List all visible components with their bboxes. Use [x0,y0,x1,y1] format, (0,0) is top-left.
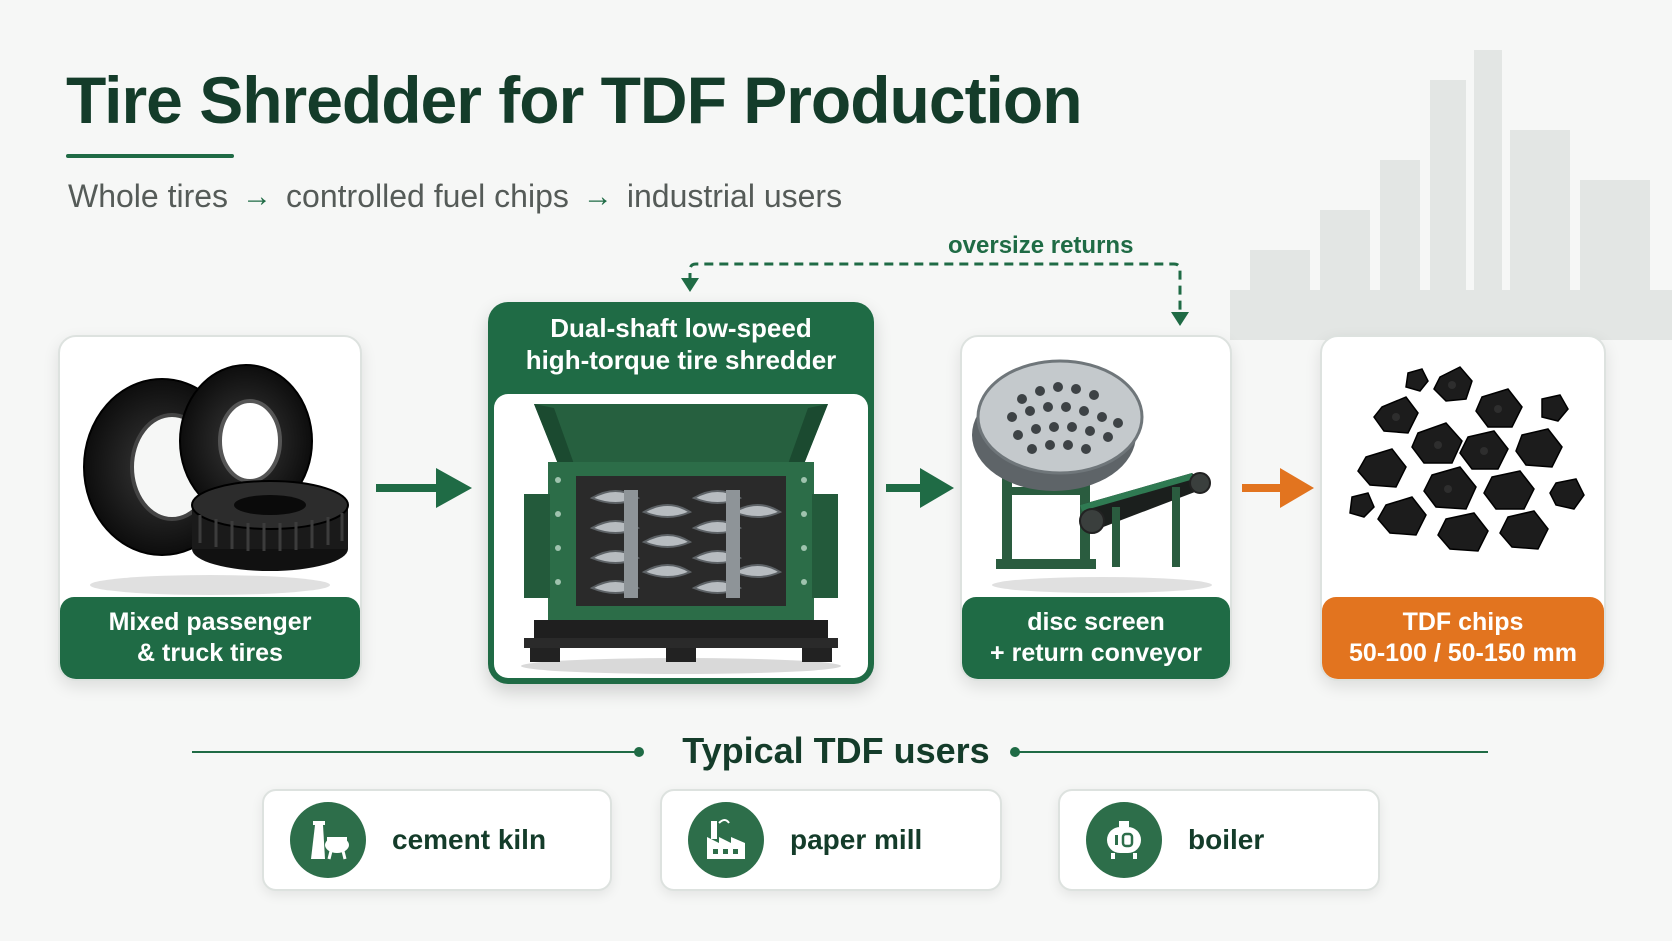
user-label-boiler: boiler [1188,824,1265,855]
user-card-cement-kiln: cement kiln [262,789,612,891]
step-label-chips: TDF chips 50-100 / 50-150 mm [1322,597,1604,679]
page-title: Tire Shredder for TDF Production [66,63,1083,137]
oversize-returns-label: oversize returns [948,232,1134,259]
disc-screen-icon [972,359,1212,593]
flow-arrow-1 [376,468,472,508]
flow-arrow-2 [886,468,954,508]
step-label-tires: Mixed passenger & truck tires [60,597,360,679]
subtitle-part-3: industrial users [626,178,843,214]
step-card-screen: disc screen + return conveyor [960,335,1232,681]
users-divider-dot-right [1010,747,1020,757]
subtitle-part-2: controlled fuel chips [286,178,569,214]
users-divider-left [192,751,638,753]
users-divider-dot-left [634,747,644,757]
step-card-tires: Mixed passenger & truck tires [58,335,362,681]
user-label-paper-mill: paper mill [790,824,923,855]
user-card-paper-mill: paper mill [660,789,1002,891]
users-divider-right [1018,751,1488,753]
step-label-shredder: Dual-shaft low-speed high-torque tire sh… [525,313,837,375]
step-label-screen: disc screen + return conveyor [962,597,1230,679]
user-card-boiler: boiler [1058,789,1380,891]
flow-arrow-3 [1242,468,1314,508]
boiler-icon [1086,802,1162,878]
shredder-image [494,394,868,678]
shredder-icon [521,404,841,674]
step-card-shredder: Dual-shaft low-speed high-torque tire sh… [488,302,874,684]
cement-kiln-icon [290,802,366,878]
subtitle-arrow-icon: → [582,179,613,213]
users-title: Typical TDF users [682,730,990,771]
subtitle-part-1: Whole tires [68,178,229,214]
title-underline [66,154,234,158]
step-card-chips: TDF chips 50-100 / 50-150 mm [1320,335,1606,681]
rubber-chips-icon [1349,366,1585,552]
oversize-return-loop [681,262,1189,326]
user-label-cement-kiln: cement kiln [392,824,547,855]
subtitle: Whole tires → controlled fuel chips → in… [68,178,842,215]
subtitle-arrow-icon: → [242,179,273,213]
tire-stack-icon [83,364,349,595]
factory-background-icon [1230,50,1672,340]
paper-mill-icon [688,802,764,878]
